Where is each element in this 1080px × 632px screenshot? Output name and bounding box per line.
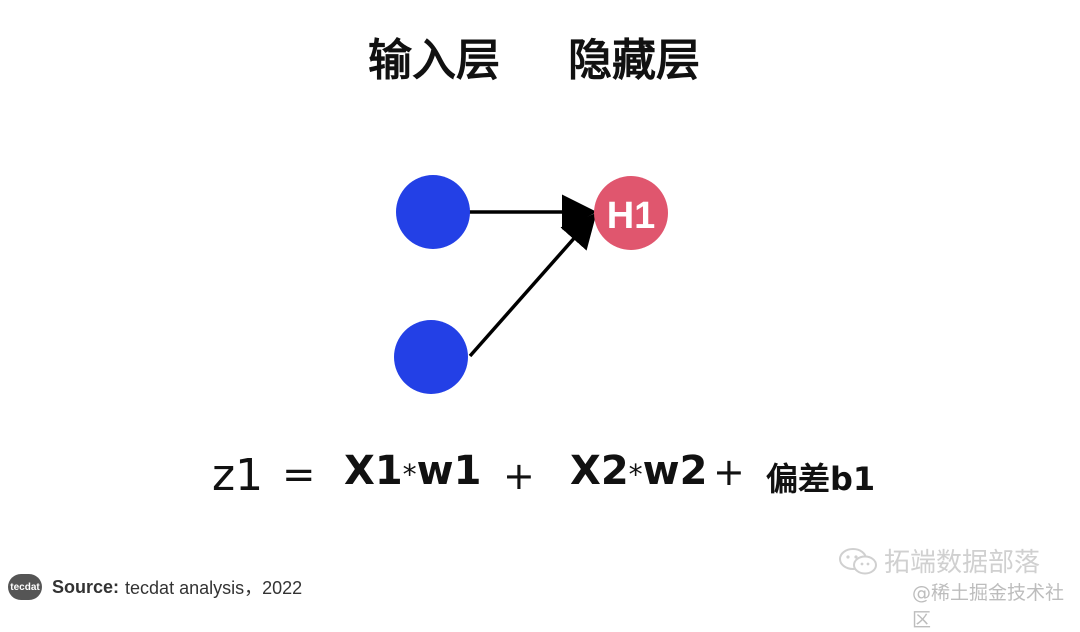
source-label: Source: xyxy=(52,576,120,597)
term1-op: * xyxy=(402,458,417,491)
hidden-node-label: H1 xyxy=(607,195,656,237)
wechat-account-name: 拓端数据部落 xyxy=(884,548,1041,578)
input-node-x1 xyxy=(396,175,470,249)
input-layer-title: 输入层 xyxy=(368,35,500,86)
platform-watermark: @稀土掘金技术社区 xyxy=(912,582,1065,631)
source-footer: tecdat Source: tecdat analysis，2022 xyxy=(8,574,302,600)
equation-equals: = xyxy=(282,452,316,498)
hidden-node-h1 xyxy=(594,176,668,250)
term1-weight: w1 xyxy=(416,448,482,494)
network-diagram: H1 xyxy=(394,175,668,394)
wechat-watermark: 拓端数据部落 xyxy=(838,542,1040,579)
equation-term2: X2*w2 xyxy=(570,448,707,494)
equation-bias: 偏差b1 xyxy=(766,460,876,498)
term2-weight: w2 xyxy=(642,448,708,494)
term1-var: X1 xyxy=(344,448,403,494)
equation-plus-1: + xyxy=(503,454,535,498)
source-text: tecdat analysis，2022 xyxy=(125,578,303,598)
tecdat-logo: tecdat xyxy=(8,574,42,600)
input-node-x2 xyxy=(394,320,468,394)
term2-op: * xyxy=(628,458,643,491)
equation-lhs: z1 xyxy=(212,450,264,501)
wechat-icon xyxy=(839,547,877,574)
hidden-layer-title: 隐藏层 xyxy=(568,35,700,86)
term2-var: X2 xyxy=(570,448,629,494)
edge-x2-h1 xyxy=(468,212,597,358)
equation-term1: X1*w1 xyxy=(344,448,481,494)
equation-plus-2: + xyxy=(713,450,745,494)
